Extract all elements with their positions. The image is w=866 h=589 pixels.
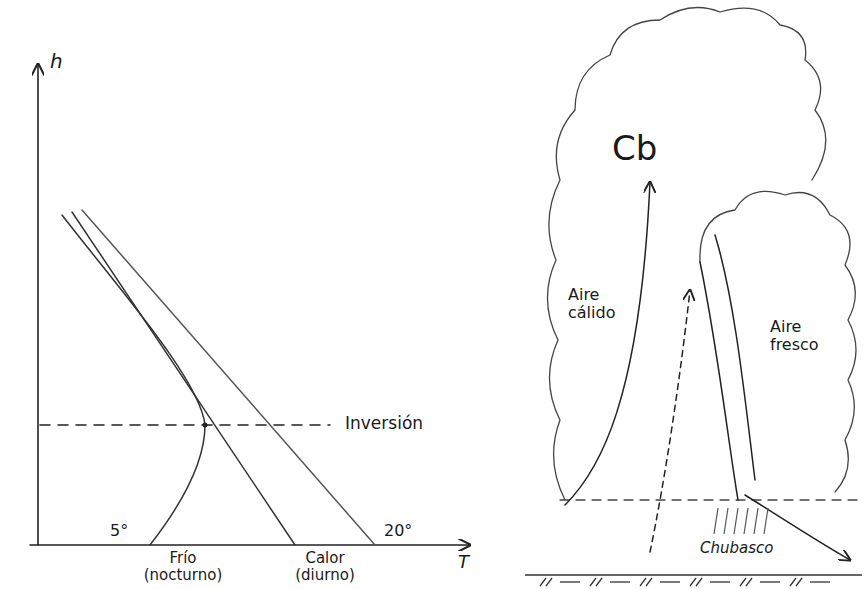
temperature-axis (30, 544, 470, 546)
axis-label: T (458, 552, 469, 572)
inversion-point (203, 423, 208, 428)
ground-hatch (525, 575, 862, 586)
cool-air-cloud (700, 191, 856, 492)
axis-label: h (50, 50, 63, 72)
height-axis (37, 64, 39, 545)
night-profile (62, 215, 205, 545)
inversion-line (40, 424, 330, 426)
inversion-label: Inversión (345, 414, 423, 433)
shower-label: Chubasco (700, 540, 773, 557)
air-mass-label: Aire fresco (770, 318, 834, 353)
day-profile (82, 210, 375, 545)
night-label: Frío (nocturno) (138, 550, 228, 583)
cloud-base-line (560, 499, 860, 500)
cloud-type-label: Cb (612, 130, 657, 167)
cloud-outline (547, 8, 825, 501)
temperature-value: 5° (110, 522, 128, 540)
day-label: Calor (diurno) (285, 550, 365, 583)
adiabatic-profile (72, 212, 295, 545)
updraft-dashed-arrow (650, 290, 690, 552)
downdraft-line (700, 262, 738, 500)
rain-marks (714, 508, 768, 534)
air-mass-label: Aire cálido (568, 286, 626, 321)
warm-updraft-arrow (565, 182, 650, 505)
temperature-value: 20° (384, 522, 412, 540)
downdraft-line (715, 235, 755, 480)
